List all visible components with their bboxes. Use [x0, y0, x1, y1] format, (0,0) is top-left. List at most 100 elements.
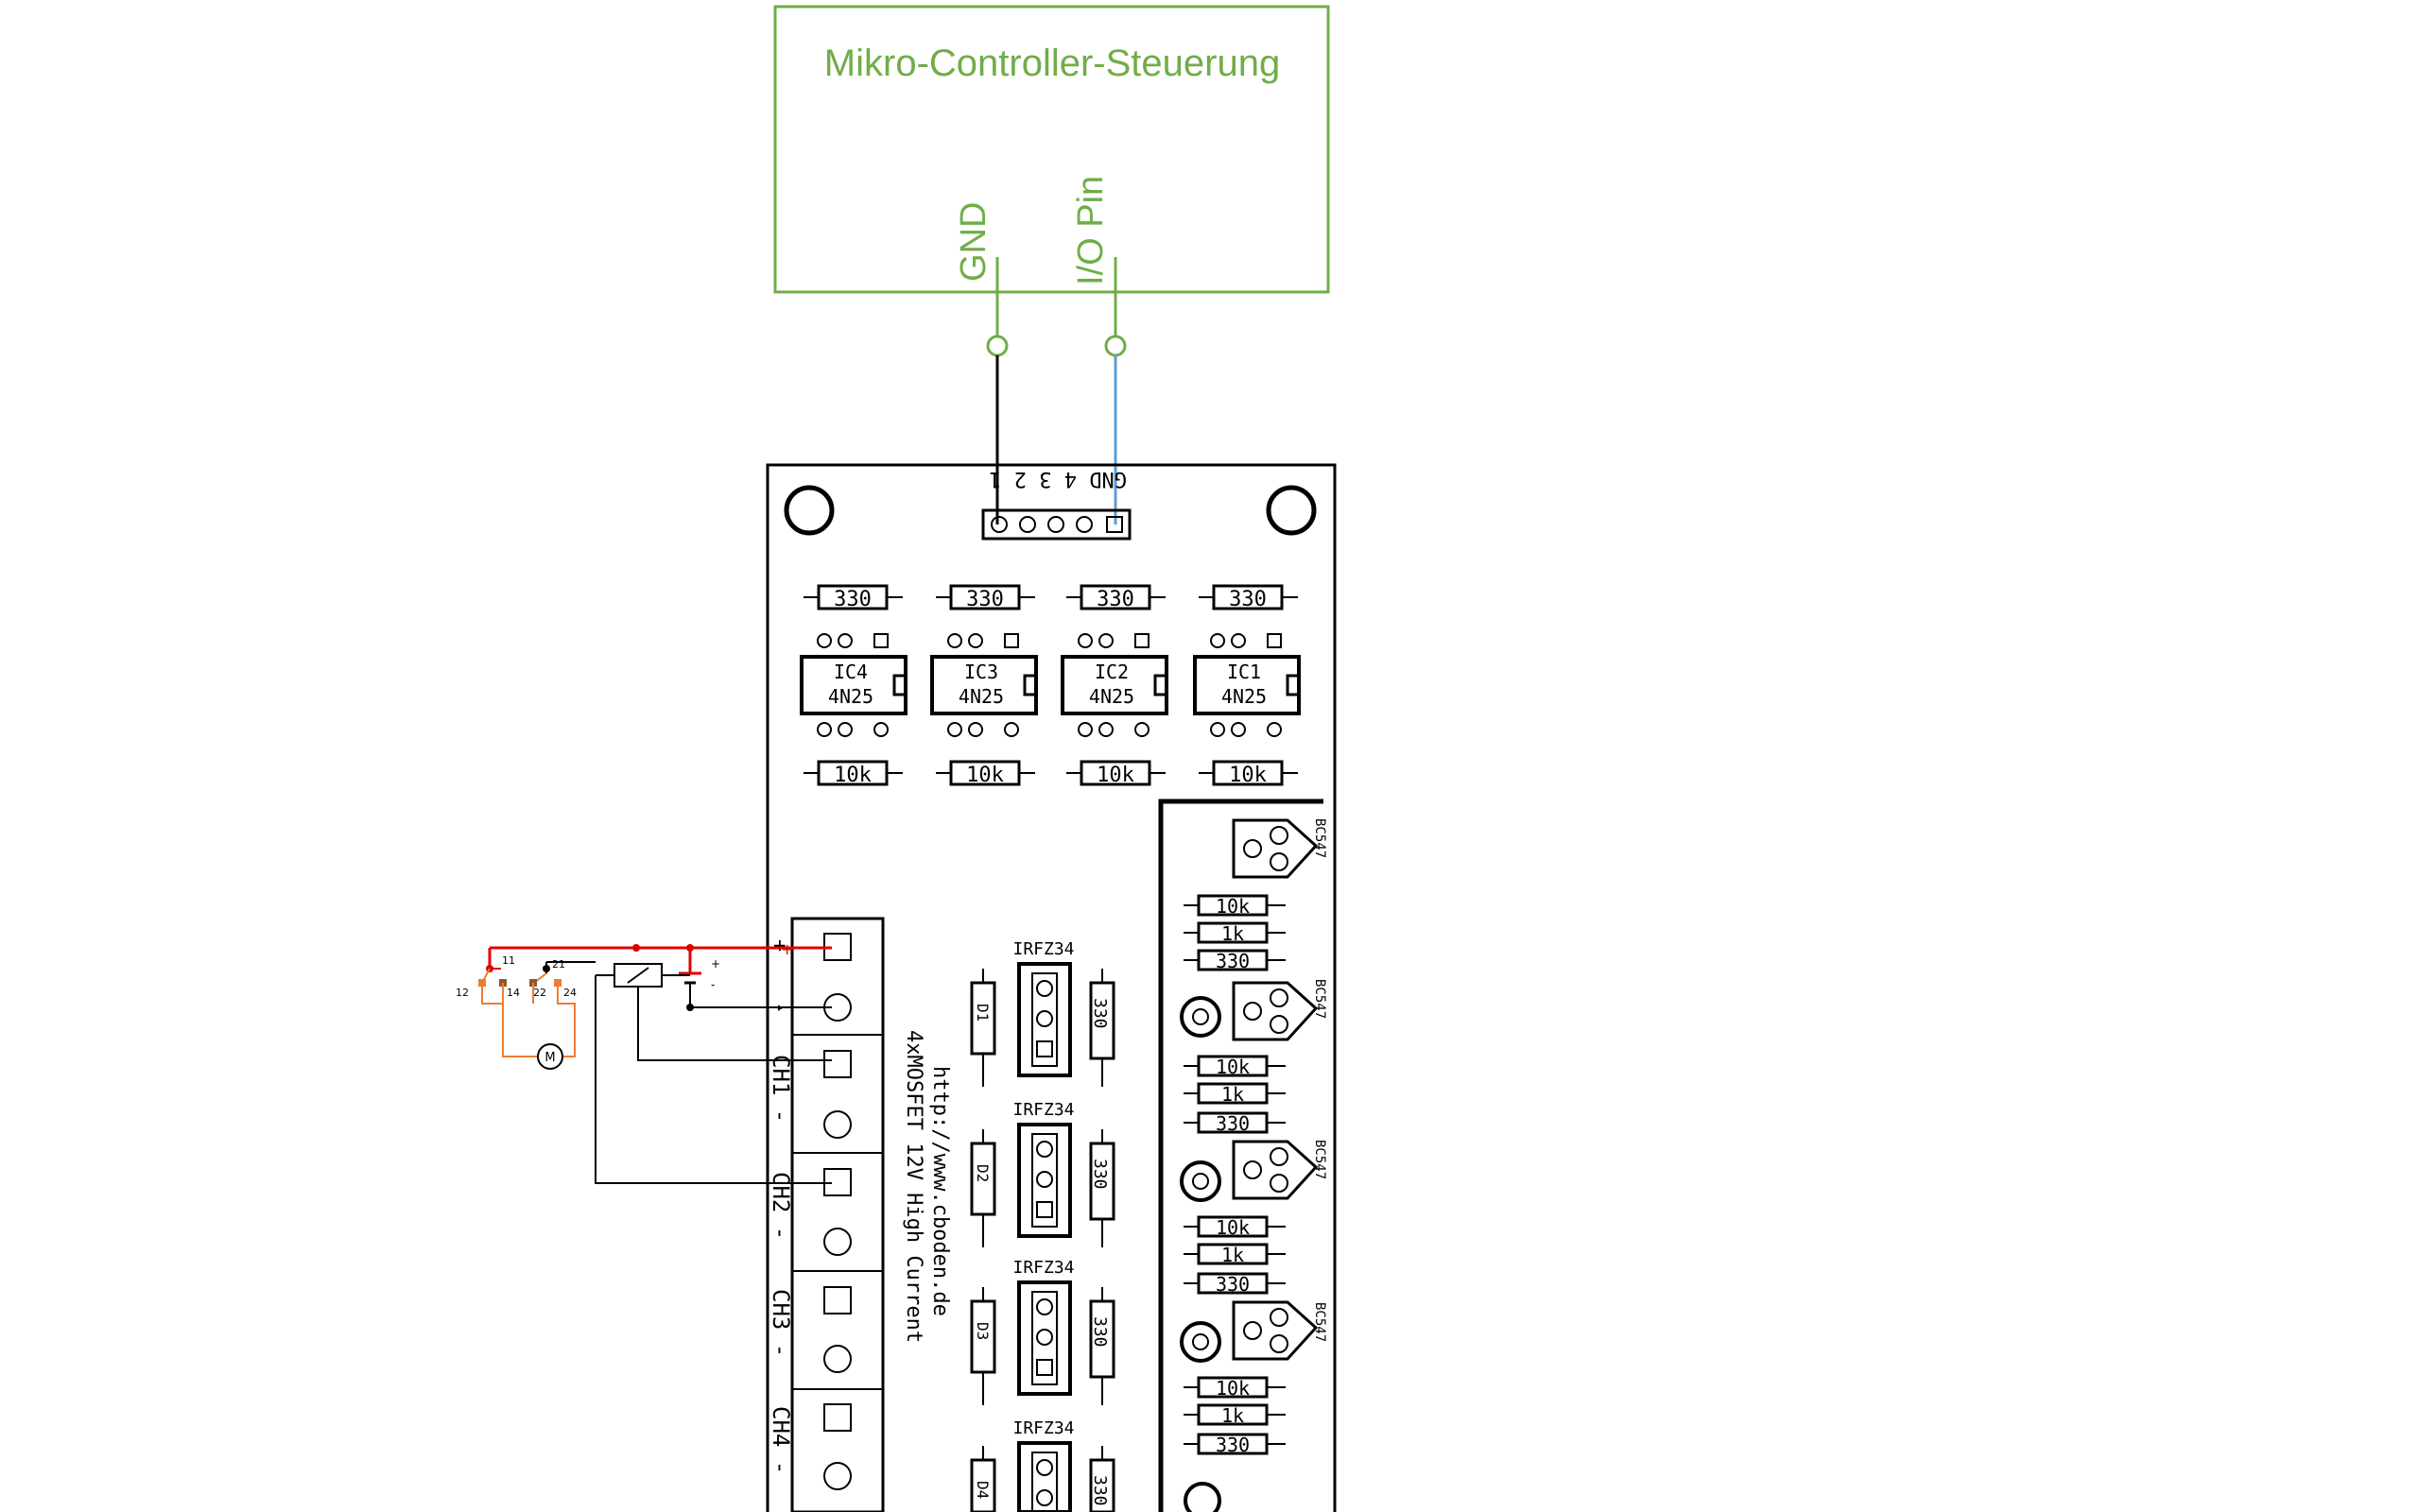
ch4-label: CH4 -	[768, 1406, 794, 1474]
svg-text:D1: D1	[974, 1004, 992, 1022]
header-pin-gnd	[991, 516, 1008, 533]
terminal-ch1-b	[823, 1110, 852, 1139]
svg-text:10k: 10k	[966, 764, 1004, 787]
power-minus-mark: -	[777, 999, 783, 1017]
svg-text:10k: 10k	[1216, 1216, 1250, 1239]
motor-label: M	[544, 1051, 555, 1065]
svg-text:IC4: IC4	[834, 661, 868, 683]
controller-box	[773, 5, 1330, 294]
svg-text:330: 330	[834, 588, 872, 611]
header-label: GND 4 3 2 1	[989, 467, 1127, 490]
svg-text:1k: 1k	[1221, 1404, 1244, 1427]
board-outline	[766, 463, 1337, 1512]
svg-text:330: 330	[966, 588, 1004, 611]
svg-text:330: 330	[1090, 1475, 1110, 1506]
contact-12: 12	[456, 987, 469, 999]
terminal-ch3-a	[823, 1286, 852, 1314]
resistor-r330-2: 330	[936, 584, 1035, 611]
led-resistors-2: 10k 1k 330	[1184, 1055, 1286, 1135]
ch2-wire	[595, 975, 832, 1184]
mosfet-4: D4 IRFZ34 330	[970, 1418, 1115, 1512]
optocoupler-ic1: IC1 4N25	[1193, 633, 1301, 737]
svg-text:4N25: 4N25	[1221, 685, 1267, 708]
svg-text:IC3: IC3	[964, 661, 998, 683]
svg-text:BC547: BC547	[1312, 1140, 1327, 1179]
svg-text:4N25: 4N25	[959, 685, 1004, 708]
led-resistors-4: 10k 1k 330	[1184, 1376, 1286, 1456]
transistor-q3: BC547	[1232, 1140, 1327, 1200]
mounting-hole-left	[784, 485, 835, 536]
svg-text:1k: 1k	[1221, 1083, 1244, 1106]
led-resistors-3: 10k 1k 330	[1184, 1215, 1286, 1296]
mosfet-board: GND 4 3 2 1 330 330 330 330	[766, 463, 1337, 1512]
header-pin-4	[1019, 516, 1036, 533]
gnd-label: GND	[954, 202, 994, 282]
motor-symbol	[537, 1043, 563, 1070]
svg-text:330: 330	[1216, 1112, 1250, 1135]
terminal-ch3-b	[823, 1345, 852, 1373]
svg-text:BC547: BC547	[1312, 979, 1327, 1019]
svg-text:IRFZ34: IRFZ34	[1012, 1418, 1074, 1438]
svg-text:330: 330	[1090, 1159, 1110, 1190]
board-product: 4xMOSFET 12V High Current	[902, 1030, 925, 1343]
led-3	[1180, 1321, 1221, 1363]
svg-text:BC547: BC547	[1312, 1302, 1327, 1342]
svg-text:BC547: BC547	[1312, 818, 1327, 858]
microcontroller-block: Mikro-Controller-Steuerung GND I/O Pin	[773, 5, 1330, 357]
svg-text:330: 330	[1097, 588, 1134, 611]
svg-text:4N25: 4N25	[828, 685, 873, 708]
ch1-wire	[637, 987, 832, 1061]
contact-14: 14	[507, 987, 520, 999]
mounting-hole-right	[1266, 485, 1317, 536]
svg-text:IC2: IC2	[1095, 661, 1129, 683]
led-4	[1184, 1482, 1221, 1512]
svg-text:4N25: 4N25	[1089, 685, 1134, 708]
svg-text:330: 330	[1216, 950, 1250, 972]
pin-header	[981, 508, 1132, 541]
svg-text:D2: D2	[974, 1164, 992, 1182]
svg-text:330: 330	[1090, 1316, 1110, 1348]
svg-text:IRFZ34: IRFZ34	[1012, 939, 1074, 959]
svg-text:330: 330	[1229, 588, 1267, 611]
relay-circuit: + + - - 11 21 12 14 22 24	[456, 940, 832, 1184]
svg-text:330: 330	[1090, 998, 1110, 1029]
contact-21: 21	[552, 958, 565, 971]
svg-text:D4: D4	[974, 1481, 992, 1499]
svg-text:10k: 10k	[1216, 1056, 1250, 1078]
svg-text:10k: 10k	[834, 764, 872, 787]
svg-text:IC1: IC1	[1227, 661, 1261, 683]
optocoupler-ic3: IC3 4N25	[930, 633, 1038, 737]
svg-text:1k: 1k	[1221, 922, 1244, 945]
optocoupler-ic2: IC2 4N25	[1061, 633, 1168, 737]
transistor-q4: BC547	[1232, 1300, 1327, 1361]
svg-text:10k: 10k	[1216, 895, 1250, 918]
resistor-r330-3: 330	[1066, 584, 1166, 611]
svg-text:IRFZ34: IRFZ34	[1012, 1258, 1074, 1278]
battery-plus-label: +	[711, 957, 720, 971]
header-pin-3	[1047, 516, 1064, 533]
contact-24: 24	[563, 987, 577, 999]
led-resistors-1: 10k 1k 330	[1184, 894, 1286, 972]
transistor-q2: BC547	[1232, 979, 1327, 1041]
terminal-ch4-a	[823, 1403, 852, 1432]
mosfet-3: D3 IRFZ34 330	[970, 1258, 1115, 1405]
io-terminal	[1104, 335, 1127, 357]
svg-text:330: 330	[1216, 1273, 1250, 1296]
terminal-ch2-b	[823, 1228, 852, 1256]
terminal-ch1-a	[823, 1050, 852, 1078]
optocoupler-ic4: IC4 4N25	[800, 633, 908, 737]
svg-text:IRFZ34: IRFZ34	[1012, 1100, 1074, 1120]
battery-minus-label: -	[711, 978, 715, 991]
svg-text:10k: 10k	[1229, 764, 1267, 787]
resistor-r10k-4: 10k	[1199, 760, 1298, 787]
controller-title: Mikro-Controller-Steuerung	[824, 43, 1280, 84]
ch2-label: CH2 -	[768, 1172, 794, 1240]
ch3-label: CH3 -	[768, 1289, 794, 1357]
svg-text:D3: D3	[974, 1322, 992, 1340]
terminal-ch4-b	[823, 1462, 852, 1490]
terminal-block-body	[790, 917, 885, 1512]
resistor-r10k-3: 10k	[1066, 760, 1166, 787]
resistor-r10k-1: 10k	[804, 760, 903, 787]
board-url: http://www.cboden.de	[928, 1066, 952, 1316]
